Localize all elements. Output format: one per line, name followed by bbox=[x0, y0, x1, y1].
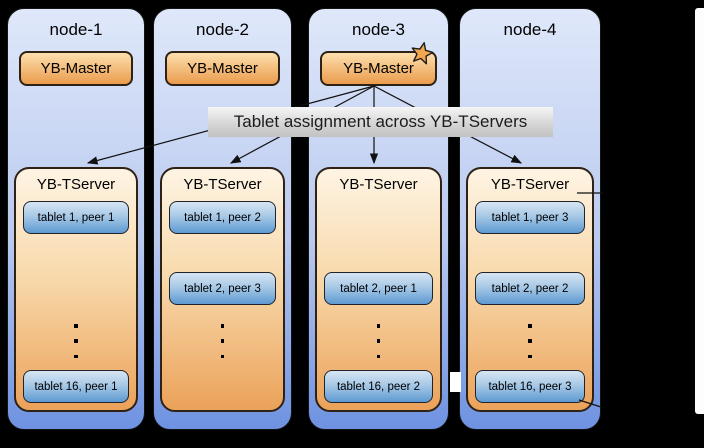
yb-tserver-label: YB-TServer bbox=[339, 176, 418, 193]
node-column-node-1: node-1 YB-Master YB-TServer tablet 1, pe… bbox=[7, 8, 145, 430]
node-title: node-4 bbox=[503, 20, 557, 39]
cropped-right-edge-fragment bbox=[695, 8, 704, 414]
node-title: node-3 bbox=[352, 20, 405, 39]
ellipsis-dots bbox=[162, 324, 283, 358]
tablet-box: tablet 1, peer 1 bbox=[23, 201, 129, 234]
yb-tserver-label: YB-TServer bbox=[490, 176, 570, 193]
node-title: node-2 bbox=[196, 20, 249, 39]
yb-tserver-label: YB-TServer bbox=[36, 176, 116, 193]
tablet-box: tablet 1, peer 3 bbox=[475, 201, 585, 234]
yb-master-label: YB-Master bbox=[40, 60, 112, 77]
yb-master-label: YB-Master bbox=[343, 60, 414, 77]
yb-tserver-box: YB-TServer tablet 1, peer 1 tablet 16, p… bbox=[14, 167, 138, 412]
tablet-box: tablet 16, peer 1 bbox=[23, 370, 129, 403]
yb-master-label: YB-Master bbox=[187, 60, 258, 77]
cropped-gap-fragment bbox=[450, 372, 461, 392]
tablet-box: tablet 1, peer 2 bbox=[169, 201, 276, 234]
node-title: node-1 bbox=[49, 20, 103, 39]
tablet-assignment-banner: Tablet assignment across YB-TServers bbox=[208, 107, 553, 137]
leader-star-icon bbox=[411, 42, 434, 65]
ellipsis-dots bbox=[16, 324, 136, 358]
tablet-box: tablet 2, peer 2 bbox=[475, 272, 585, 305]
yb-tserver-box: YB-TServer tablet 2, peer 1 tablet 16, p… bbox=[315, 167, 442, 412]
node-column-node-2: node-2 YB-Master YB-TServer tablet 1, pe… bbox=[153, 8, 292, 430]
yb-master-box: YB-Master bbox=[19, 51, 133, 86]
ellipsis-dots bbox=[468, 324, 592, 358]
yb-master-box: YB-Master bbox=[320, 42, 437, 86]
yb-master-box: YB-Master bbox=[165, 51, 280, 86]
tablet-box: tablet 2, peer 3 bbox=[169, 272, 276, 305]
node-column-node-3: node-3 YB-Master YB-TServer tablet 2, pe… bbox=[308, 8, 449, 430]
tablet-box: tablet 2, peer 1 bbox=[324, 272, 433, 305]
tablet-box: tablet 16, peer 3 bbox=[475, 370, 585, 403]
tablet-box: tablet 16, peer 2 bbox=[324, 370, 433, 403]
yb-tserver-box: YB-TServer tablet 1, peer 2 tablet 2, pe… bbox=[160, 167, 285, 412]
yb-tserver-box: YB-TServer tablet 1, peer 3 tablet 2, pe… bbox=[466, 167, 594, 412]
node-column-node-4: node-4 YB-TServer tablet 1, peer 3 table… bbox=[459, 8, 601, 430]
ellipsis-dots bbox=[317, 324, 440, 358]
yb-tserver-label: YB-TServer bbox=[183, 176, 262, 193]
